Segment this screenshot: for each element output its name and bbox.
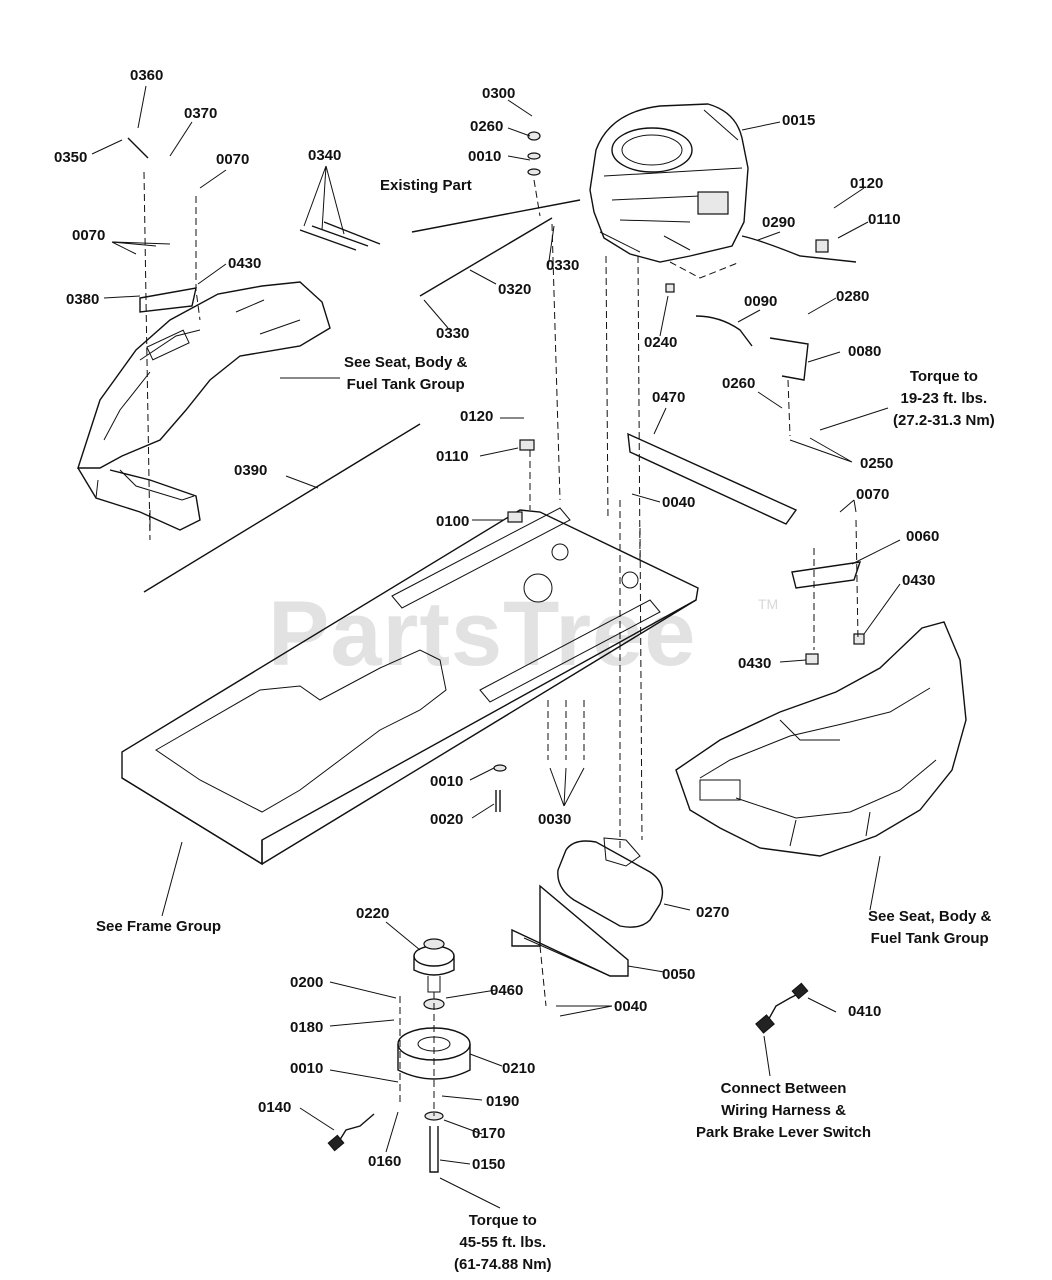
note-line: (61-74.88 Nm) — [454, 1256, 552, 1273]
label-0010-a: 0010 — [468, 148, 502, 165]
label-0260-a: 0260 — [470, 118, 504, 135]
heat-shield-part — [511, 884, 629, 977]
label-0010-b: 0010 — [430, 773, 464, 790]
label-0430-b: 0430 — [902, 572, 936, 589]
label-0030: 0030 — [538, 811, 572, 828]
label-0110-a: 0110 — [868, 211, 901, 228]
label-0070-c: 0070 — [856, 486, 890, 503]
label-0080: 0080 — [848, 343, 882, 360]
label-0040-a: 0040 — [662, 494, 696, 511]
label-0050: 0050 — [662, 966, 696, 983]
note-line: Fuel Tank Group — [346, 376, 465, 393]
watermark: PartsTree — [268, 583, 697, 685]
label-0090: 0090 — [744, 293, 778, 310]
watermark-tm: TM — [758, 596, 779, 612]
label-0160: 0160 — [368, 1153, 402, 1170]
label-0020: 0020 — [430, 811, 464, 828]
label-0470: 0470 — [652, 389, 686, 406]
label-0100: 0100 — [436, 513, 470, 530]
label-0010-c: 0010 — [290, 1060, 324, 1077]
muffler-part — [557, 837, 664, 928]
small-parts — [127, 131, 865, 812]
label-0210: 0210 — [502, 1060, 536, 1077]
label-0140: 0140 — [258, 1099, 292, 1116]
note-line: See Seat, Body & — [344, 354, 468, 371]
label-0180: 0180 — [290, 1019, 324, 1036]
label-0290: 0290 — [762, 214, 796, 231]
label-0300: 0300 — [482, 85, 516, 102]
label-0040-b: 0040 — [614, 998, 648, 1015]
label-0330-b: 0330 — [436, 325, 470, 342]
label-0380: 0380 — [66, 291, 100, 308]
note-connect: Connect Between Wiring Harness & Park Br… — [696, 1078, 871, 1144]
label-0390: 0390 — [234, 462, 268, 479]
note-line: Fuel Tank Group — [870, 930, 989, 947]
label-0220: 0220 — [356, 905, 390, 922]
label-0060: 0060 — [906, 528, 940, 545]
label-0120-a: 0120 — [850, 175, 884, 192]
label-0240: 0240 — [644, 334, 678, 351]
label-0070-a: 0070 — [216, 151, 250, 168]
note-line: Torque to — [468, 1212, 537, 1229]
label-0070-b: 0070 — [72, 227, 106, 244]
note-seat-body-2: See Seat, Body & Fuel Tank Group — [868, 906, 991, 950]
assembly-lines — [143, 171, 859, 1116]
note-line: Connect Between — [720, 1080, 847, 1097]
label-0370: 0370 — [184, 105, 218, 122]
label-0320: 0320 — [498, 281, 532, 298]
note-line: Wiring Harness & — [721, 1102, 846, 1119]
note-existing-part: Existing Part — [380, 177, 472, 194]
label-0270: 0270 — [696, 904, 730, 921]
label-0460: 0460 — [490, 982, 524, 999]
label-0170: 0170 — [472, 1125, 506, 1142]
label-0430-c: 0430 — [738, 655, 772, 672]
note-torque-2: Torque to 45-55 ft. lbs. (61-74.88 Nm) — [454, 1210, 552, 1276]
label-0410: 0410 — [848, 1003, 882, 1020]
label-0360: 0360 — [130, 67, 164, 84]
frame-part — [121, 507, 699, 866]
label-0350: 0350 — [54, 149, 88, 166]
left-console-part — [77, 281, 331, 531]
label-0340: 0340 — [308, 147, 342, 164]
leader-lines — [91, 85, 901, 1209]
label-0110-b: 0110 — [436, 448, 469, 465]
note-torque-1: Torque to 19-23 ft. lbs. (27.2-31.3 Nm) — [893, 366, 995, 432]
label-0150: 0150 — [472, 1156, 506, 1173]
label-0200: 0200 — [290, 974, 324, 991]
engine-part — [589, 103, 749, 561]
note-line: (27.2-31.3 Nm) — [893, 412, 995, 429]
clutch-part — [397, 938, 471, 1173]
label-0330-a: 0330 — [546, 257, 580, 274]
note-line: Park Brake Lever Switch — [696, 1124, 872, 1141]
harness-0140-part — [327, 1113, 375, 1152]
label-0120-b: 0120 — [460, 408, 494, 425]
note-line: 45-55 ft. lbs. — [459, 1234, 547, 1251]
label-0430-a: 0430 — [228, 255, 262, 272]
label-0190: 0190 — [486, 1093, 520, 1110]
right-console-part — [675, 621, 967, 857]
label-0280: 0280 — [836, 288, 870, 305]
note-line: 19-23 ft. lbs. — [900, 390, 988, 407]
label-0015: 0015 — [782, 112, 816, 129]
note-frame-group: See Frame Group — [96, 918, 222, 935]
label-0260-b: 0260 — [722, 375, 756, 392]
label-0250: 0250 — [860, 455, 894, 472]
note-seat-body-1: See Seat, Body & Fuel Tank Group — [344, 352, 467, 396]
note-line: See Seat, Body & — [868, 908, 992, 925]
note-line: Torque to — [909, 368, 978, 385]
harness-0410-part — [755, 982, 809, 1034]
